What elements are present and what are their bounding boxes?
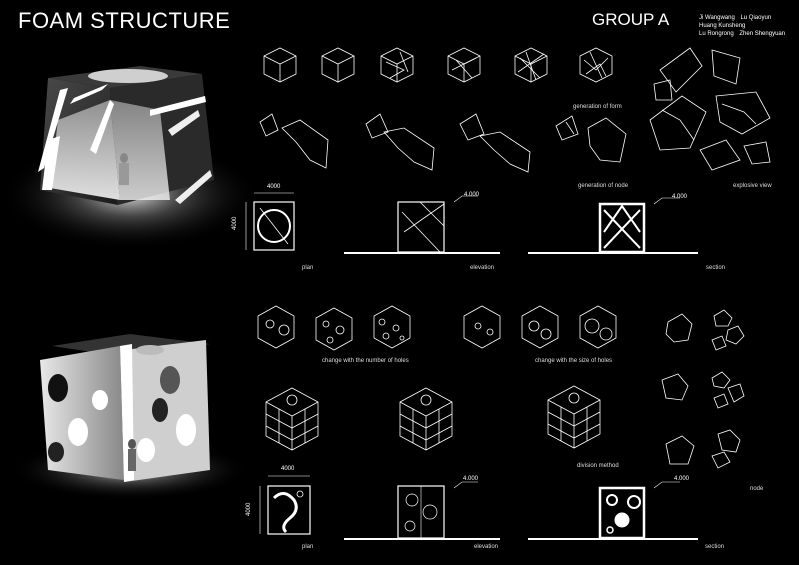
- caption-size-of-holes: change with the size of holes: [535, 358, 613, 364]
- holes-number-diagrams: [257, 305, 411, 351]
- hole: [152, 398, 168, 422]
- level-marker: 4.000: [672, 194, 688, 200]
- page-title: FOAM STRUCTURE: [18, 8, 231, 33]
- holes-size-1: [463, 305, 501, 349]
- caption-elevation: elevation: [474, 544, 499, 550]
- member-list: Ji Wangwang Lu Qiaoyun Huang Kunsheng Lu…: [699, 14, 799, 38]
- render-holed-cube: [10, 334, 250, 500]
- holes-size-3: [579, 305, 617, 349]
- caption-division-method: division method: [577, 463, 619, 469]
- group-label: GROUP A: [592, 10, 670, 29]
- node-diagrams: [661, 309, 745, 469]
- hole: [176, 414, 196, 446]
- top-section-drawing: [528, 197, 698, 254]
- member-name: Huang Kunsheng: [699, 23, 746, 29]
- division-cube-2: [399, 387, 453, 451]
- top-opening: [88, 69, 168, 83]
- render-slashed-cube: [0, 66, 260, 250]
- hole: [48, 374, 68, 402]
- caption-section: section: [705, 544, 725, 550]
- bottom-plan-drawing: [259, 475, 311, 535]
- member-name: Lu Rongrong: [699, 31, 734, 37]
- person-figure: [128, 439, 136, 449]
- hole: [92, 390, 108, 410]
- bottom-section-drawing: [528, 481, 698, 540]
- division-method-diagrams: [265, 385, 601, 451]
- caption-section: section: [706, 265, 726, 271]
- node-step-2: [365, 113, 435, 171]
- member-name: Lu Qiaoyun: [740, 15, 772, 21]
- bottom-elevation-drawing: [344, 481, 500, 540]
- dimension-width: 4000: [267, 184, 281, 190]
- level-marker: 4.000: [463, 476, 479, 482]
- hole: [136, 345, 164, 355]
- slash-opening: [90, 100, 114, 154]
- dimension-height: 4000: [232, 216, 238, 230]
- member-name: Ji Wangwang: [699, 15, 735, 21]
- form-step-1: [263, 47, 297, 83]
- dimension-width: 4000: [281, 466, 295, 472]
- level-marker: 4.000: [674, 476, 690, 482]
- hole: [48, 442, 64, 462]
- caption-number-of-holes: change with the number of holes: [322, 358, 409, 364]
- person-figure: [120, 153, 128, 163]
- slash-opening: [38, 88, 68, 172]
- explosive-view-diagram: [649, 47, 771, 171]
- hole: [160, 366, 180, 394]
- form-step-5: [514, 47, 548, 83]
- dimension-height: 4000: [246, 502, 252, 516]
- caption-explosive-view: explosive view: [733, 183, 772, 189]
- slash-opening: [70, 84, 108, 104]
- holes-number-1: [257, 305, 295, 349]
- node-step-3: [459, 113, 531, 173]
- slash-opening: [150, 96, 206, 116]
- generation-of-form-diagrams: [263, 47, 613, 83]
- holes-size-diagrams: [463, 305, 617, 349]
- member-name: Zhen Shengyuan: [739, 31, 786, 37]
- top-elevation-drawing: [344, 195, 500, 254]
- division-cube-1: [265, 387, 319, 451]
- form-step-4: [447, 47, 481, 83]
- level-marker: 4.000: [464, 192, 480, 198]
- caption-node: node: [750, 486, 764, 492]
- form-step-6: [579, 47, 613, 83]
- slash-opening: [175, 170, 212, 204]
- caption-elevation: elevation: [470, 265, 495, 271]
- top-plan-drawing: [245, 192, 295, 251]
- hole: [137, 438, 155, 462]
- caption-plan: plan: [302, 544, 314, 550]
- caption-generation-of-node: generation of node: [578, 183, 629, 189]
- node-step-4: [555, 115, 627, 163]
- holes-number-3: [373, 305, 411, 349]
- division-cube-3: [547, 385, 601, 449]
- form-step-2: [321, 47, 355, 83]
- slash-opening: [168, 110, 200, 136]
- holes-size-2: [521, 305, 559, 349]
- generation-of-node-diagrams: [259, 113, 627, 173]
- caption-generation-of-form: generation of form: [573, 104, 622, 110]
- holes-number-2: [315, 307, 353, 351]
- hole: [68, 418, 88, 446]
- form-step-3: [380, 47, 414, 83]
- caption-plan: plan: [302, 265, 314, 271]
- node-step-1: [259, 113, 329, 169]
